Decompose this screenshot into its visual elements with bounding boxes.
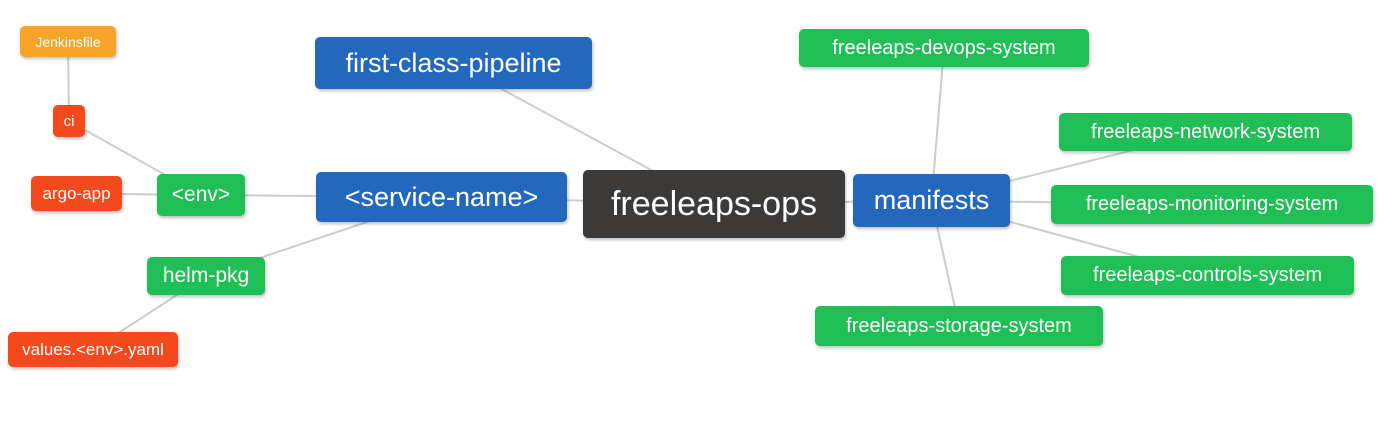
node-freeleaps-network-system[interactable]: freeleaps-network-system [1059, 113, 1352, 151]
node-first-class-pipeline[interactable]: first-class-pipeline [315, 37, 592, 89]
node-service-name[interactable]: <service-name> [316, 172, 567, 222]
node-helm-pkg[interactable]: helm-pkg [147, 257, 265, 295]
node-freeleaps-monitoring-system[interactable]: freeleaps-monitoring-system [1051, 185, 1373, 224]
node-jenkinsfile[interactable]: Jenkinsfile [20, 26, 116, 57]
node-manifests[interactable]: manifests [853, 174, 1010, 227]
node-values-env-yaml[interactable]: values.<env>.yaml [8, 332, 178, 367]
node-freeleaps-devops-system[interactable]: freeleaps-devops-system [799, 29, 1089, 67]
node-argo-app[interactable]: argo-app [31, 176, 122, 211]
node-env[interactable]: <env> [157, 174, 245, 216]
node-freeleaps-ops[interactable]: freeleaps-ops [583, 170, 845, 238]
node-ci[interactable]: ci [53, 105, 85, 137]
node-freeleaps-controls-system[interactable]: freeleaps-controls-system [1061, 256, 1354, 295]
node-freeleaps-storage-system[interactable]: freeleaps-storage-system [815, 306, 1103, 346]
